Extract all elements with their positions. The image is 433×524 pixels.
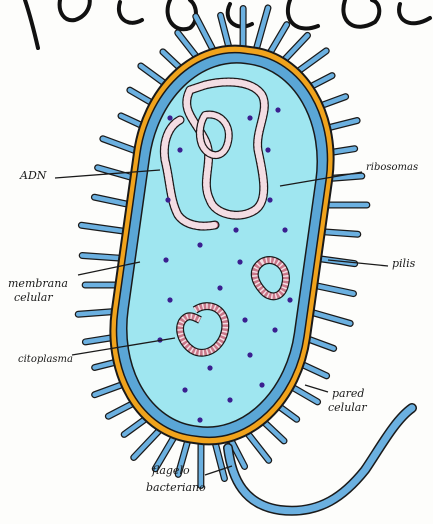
- ribosome-dot: [217, 285, 222, 290]
- ribosome-dot: [165, 197, 170, 202]
- pilus: [324, 232, 358, 234]
- ribosome-dot: [167, 115, 172, 120]
- pilus: [310, 312, 350, 324]
- label-pared-line1: pared: [332, 388, 364, 400]
- ribosome-dot: [177, 147, 182, 152]
- pilus: [81, 225, 123, 231]
- label-adn: ADN: [20, 170, 46, 182]
- ribosome-dot: [267, 197, 272, 202]
- label-pared-line2: celular: [328, 402, 367, 414]
- ribosome-dot: [197, 242, 202, 247]
- ribosome-dot: [182, 387, 187, 392]
- ribosome-dot: [163, 257, 168, 262]
- ribosome-dot: [287, 297, 292, 302]
- ribosome-dot: [167, 297, 172, 302]
- leader-pared: [305, 385, 328, 392]
- pilus: [257, 8, 268, 48]
- ribosome-dot: [265, 147, 270, 152]
- ribosome-dot: [282, 227, 287, 232]
- label-pilis: pilis: [392, 258, 415, 270]
- ribosome-dot: [272, 327, 277, 332]
- label-citoplasma: citoplasma: [18, 354, 73, 366]
- label-flagelo-line1: flagelo: [152, 465, 190, 477]
- label-membrana-line2: celular: [14, 292, 53, 304]
- ribosome-dot: [237, 259, 242, 264]
- ribosome-dot: [233, 227, 238, 232]
- pilus: [82, 255, 120, 258]
- ribosome-dot: [242, 317, 247, 322]
- ribosome-dot: [207, 365, 212, 370]
- label-flagelo-line2: bacteriano: [146, 482, 206, 494]
- ribosome-dot: [227, 397, 232, 402]
- label-ribosomas: ribosomas: [366, 162, 418, 174]
- pilus: [269, 25, 286, 54]
- ribosome-dot: [247, 115, 252, 120]
- ribosome-dot: [259, 382, 264, 387]
- ribosome-dot: [197, 417, 202, 422]
- ribosome-dot: [247, 352, 252, 357]
- ribosome-dot: [275, 107, 280, 112]
- label-membrana-line1: membrana: [8, 278, 68, 290]
